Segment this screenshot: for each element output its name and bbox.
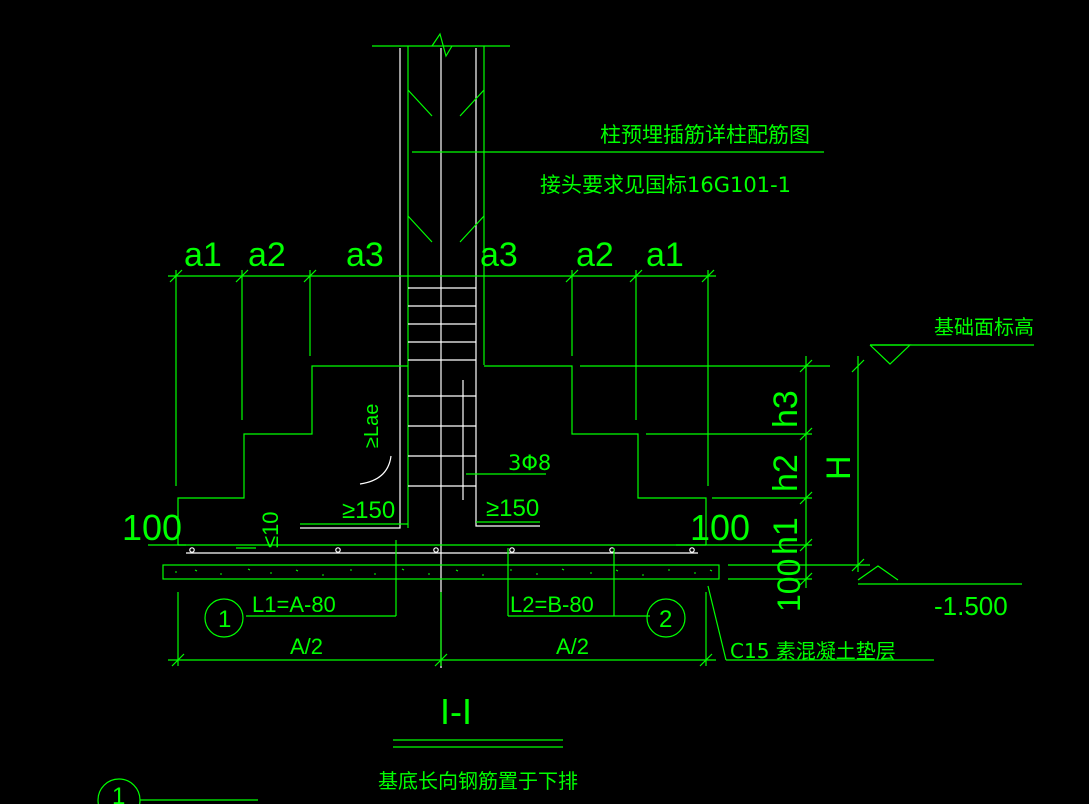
stirrup-label: 3Φ8 [508, 451, 551, 475]
dim-H: H [820, 455, 858, 480]
right-dimension-lines [580, 356, 870, 588]
dim-L1: L1=A-80 [252, 592, 336, 617]
dim-cover-right: 100 [690, 507, 750, 548]
dim-a3-right: a3 [480, 236, 518, 274]
dim-h3: h3 [767, 390, 805, 428]
dim-A-half-left: A/2 [290, 634, 323, 659]
dowel-hooks [300, 362, 540, 529]
dim-ge150-left: ≥150 [342, 497, 395, 524]
note-column-dowel: 柱预埋插筋详柱配筋图 [600, 123, 810, 147]
bar-marker-1: 1 [204, 598, 244, 638]
elevation-label: -1.500 [934, 591, 1008, 621]
note-foundation-top: 基础面标高 [934, 315, 1034, 339]
column-outline [372, 32, 510, 668]
bottom-dimension-lines [168, 540, 934, 667]
dim-h2: h2 [767, 454, 805, 492]
dim-A-half-right: A/2 [556, 634, 589, 659]
ge150-dims [300, 473, 546, 525]
dim-a1-left: a1 [184, 236, 222, 274]
bottom-rebar [186, 547, 698, 554]
dim-L2: L2=B-80 [510, 592, 594, 617]
column-ties [408, 287, 476, 487]
cushion-label: C15 素混凝土垫层 [730, 639, 896, 663]
dim-a1-right: a1 [646, 236, 684, 274]
foundation-outline [177, 365, 707, 546]
svg-text:1: 1 [112, 783, 125, 804]
note-joint-requirement: 接头要求见国标16G101-1 [540, 173, 791, 197]
svg-text:2: 2 [659, 606, 672, 633]
section-label: I-I [393, 691, 563, 748]
svg-text:I-I: I-I [440, 691, 472, 732]
dim-a3-left: a3 [346, 236, 384, 274]
dim-pad-thickness: 100 [771, 559, 807, 612]
dim-small-10: ≤10 [258, 511, 283, 548]
cushion-layer [162, 564, 720, 580]
dim-h1: h1 [767, 517, 805, 555]
dim-ge150-right: ≥150 [486, 495, 539, 522]
top-dimension-line [168, 269, 716, 486]
elevation-markers [857, 344, 1034, 585]
dim-a2-left: a2 [248, 236, 286, 274]
dim-anchor-lae: ≥Lae [361, 404, 383, 448]
bar-legend-marker: 1 [97, 778, 258, 804]
bottom-note: 基底长向钢筋置于下排 [378, 769, 578, 793]
bar-marker-2: 2 [646, 598, 686, 638]
dim-a2-right: a2 [576, 236, 614, 274]
cover-dims [148, 544, 720, 549]
svg-text:1: 1 [218, 606, 231, 633]
dim-cover-left: 100 [122, 507, 182, 548]
